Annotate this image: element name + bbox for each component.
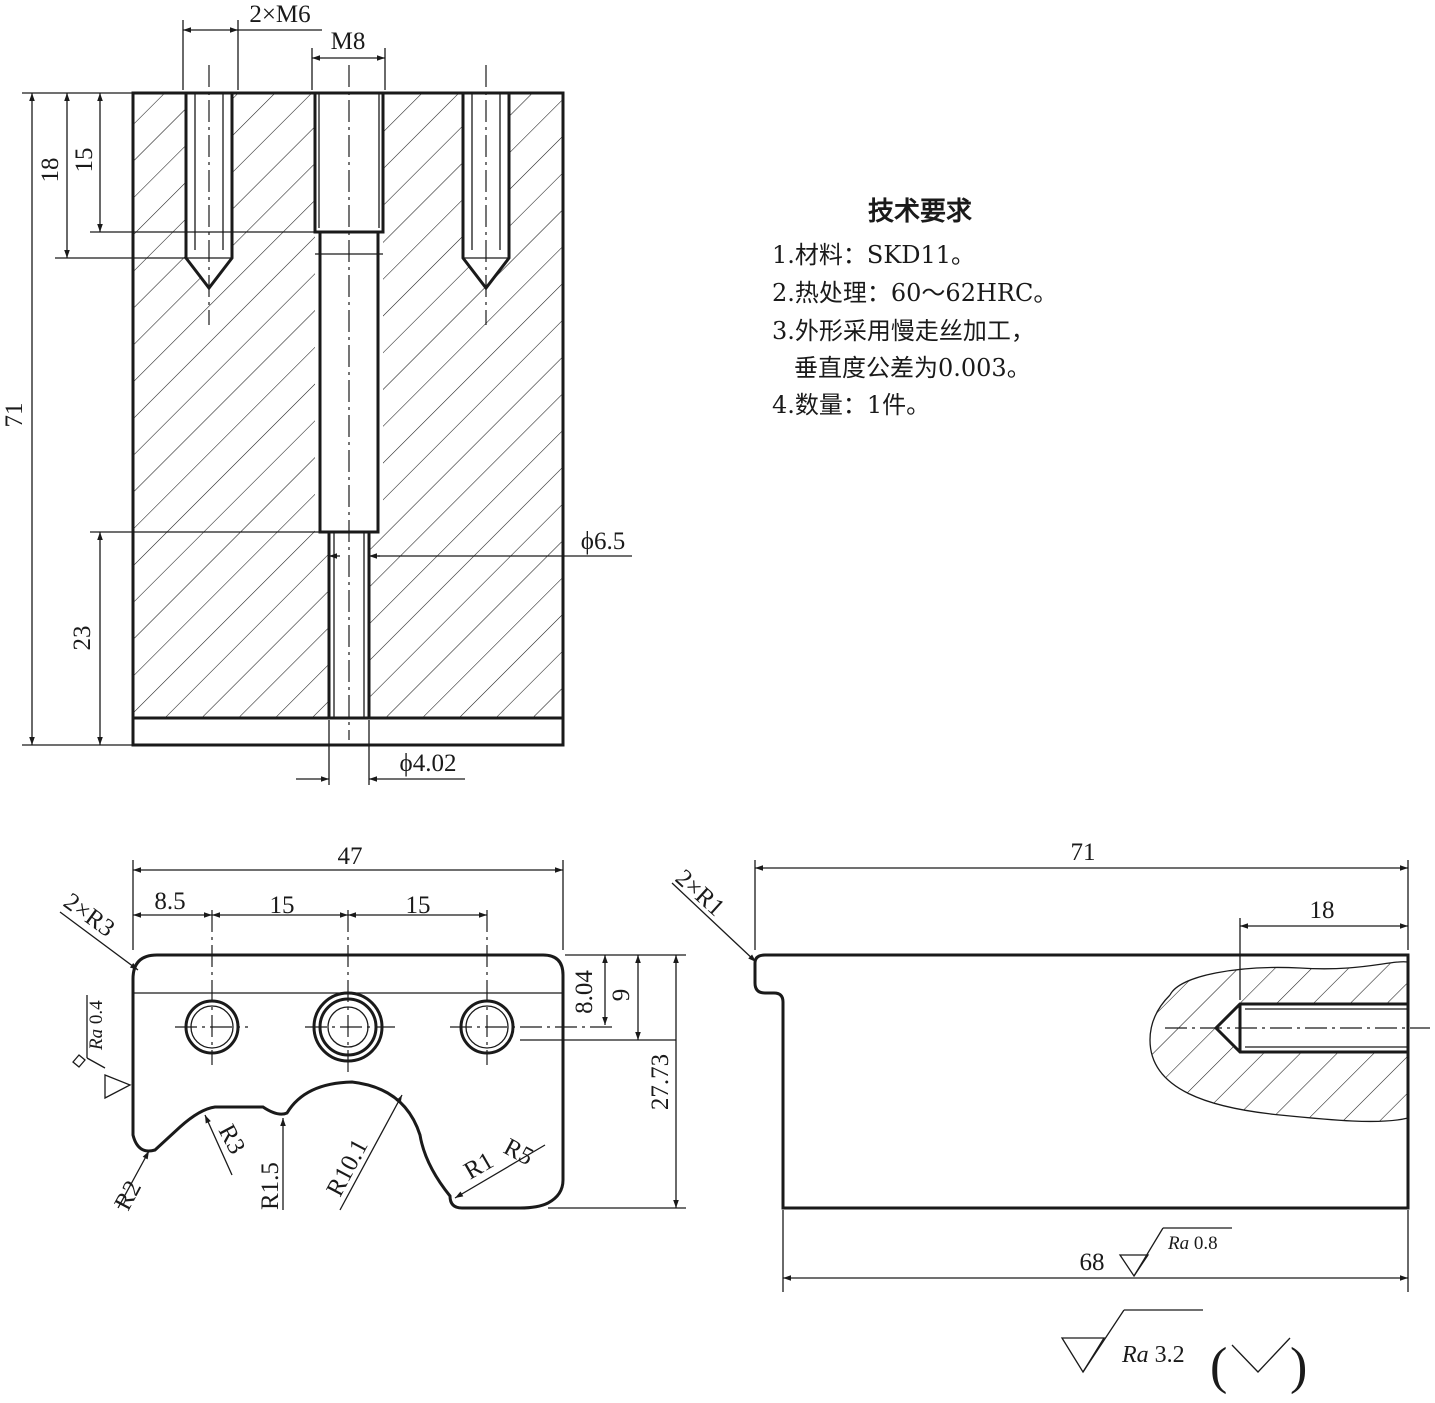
dim-2xr1: 2×R1 — [670, 864, 730, 921]
tech-req-item: 2.热处理：60～62HRC。 — [772, 279, 1057, 307]
dim-71-front: 71 — [1, 403, 28, 428]
dim-8-04: 8.04 — [571, 970, 598, 1014]
dim-r2: R2 — [109, 1176, 147, 1214]
dim-r1-5: R1.5 — [257, 1162, 284, 1210]
tech-req-item: 1.材料：SKD11。 — [772, 241, 975, 269]
dim-15-b: 15 — [406, 892, 431, 919]
dim-2xm6: 2×M6 — [249, 1, 310, 28]
dim-47: 47 — [338, 843, 363, 870]
dim-18-front: 18 — [37, 158, 64, 183]
front-outline — [131, 91, 565, 747]
paren-open: ( — [1210, 1338, 1227, 1395]
technical-requirements: 技术要求 1.材料：SKD11。 2.热处理：60～62HRC。 3.外形采用慢… — [772, 197, 1057, 419]
dim-23-front: 23 — [69, 626, 96, 651]
roughness-check-icon — [1231, 1337, 1291, 1373]
hatch-right — [510, 93, 563, 718]
roughness-ra-3-2: Ra 3.2 — [1121, 1342, 1185, 1368]
roughness-ra-0-4: Ra 0.4 — [86, 1000, 107, 1051]
roughness-triangle-icon — [1060, 1337, 1106, 1374]
front-section-view: 2×M6 M8 18 15 71 23 ϕ6.5 ϕ4.02 — [1, 1, 632, 785]
top-view-outline — [131, 953, 565, 1210]
roughness-ra-0-8: Ra 0.8 — [1167, 1233, 1218, 1254]
dim-r5: R5 — [499, 1133, 537, 1171]
hatch-mid-right — [383, 93, 462, 718]
dim-15-front: 15 — [71, 148, 98, 173]
tech-req-item: 4.数量：1件。 — [772, 391, 930, 419]
dim-phi4-02: ϕ4.02 — [400, 750, 457, 777]
dim-8-5: 8.5 — [154, 888, 185, 915]
paren-close: ) — [1290, 1338, 1307, 1395]
hatch-left — [133, 93, 185, 718]
dim-27-73: 27.73 — [647, 1054, 674, 1110]
dim-68: 68 — [1080, 1249, 1105, 1276]
hatch-mid-left — [233, 93, 315, 718]
dim-2xr3: 2×R3 — [58, 888, 119, 943]
tech-req-title: 技术要求 — [868, 197, 972, 227]
top-view: 47 8.5 15 15 2×R3 8.04 9 27.73 R2 R3 R1.… — [58, 843, 686, 1215]
roughness-symbol-left: Ra 0.4 — [72, 995, 132, 1100]
dim-r1: R1 — [460, 1147, 499, 1185]
dim-m8: M8 — [331, 28, 366, 55]
dim-phi6-5: ϕ6.5 — [581, 528, 625, 555]
dim-r3: R3 — [213, 1120, 251, 1158]
broken-section-boundary — [1149, 961, 1409, 1123]
tech-req-item: 垂直度公差为0.003。 — [794, 354, 1031, 382]
side-view: 71 18 2×R1 68 Ra 0.8 — [670, 839, 1430, 1292]
general-roughness: Ra 3.2 ( ) — [1060, 1309, 1307, 1395]
dim-71-side: 71 — [1071, 839, 1096, 866]
tech-req-item: 3.外形采用慢走丝加工， — [772, 317, 1035, 345]
roughness-symbol-bottom: Ra 0.8 — [1118, 1227, 1232, 1278]
dim-18-side: 18 — [1310, 897, 1335, 924]
side-view-outline — [753, 953, 1410, 1210]
dim-15-a: 15 — [270, 892, 295, 919]
dim-r10-1: R10.1 — [321, 1135, 373, 1201]
dim-9: 9 — [608, 989, 635, 1002]
